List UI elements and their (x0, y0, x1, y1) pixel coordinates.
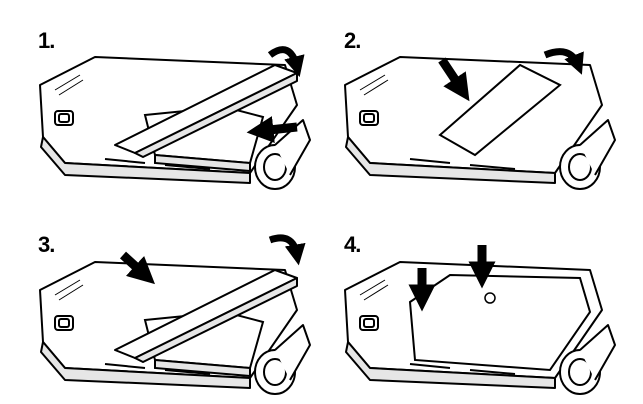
slide-arrow-icon (246, 116, 298, 143)
close-arrow-icon (268, 234, 306, 266)
step-1-label: 1. (38, 28, 55, 53)
step-2-illustration (344, 48, 616, 190)
step-4-label: 4. (344, 232, 361, 257)
insert-arrow-icon (438, 57, 470, 102)
step-3-label: 3. (38, 232, 55, 257)
rotate-arrow-icon (543, 48, 584, 75)
lift-arrow-icon (267, 46, 305, 78)
step-1-illustration (39, 46, 311, 190)
step-4-illustration (344, 245, 616, 395)
step-3-illustration (39, 234, 311, 395)
logo-icon (484, 292, 496, 304)
step-2-label: 2. (344, 28, 361, 53)
insert-arrow-icon (119, 251, 155, 285)
